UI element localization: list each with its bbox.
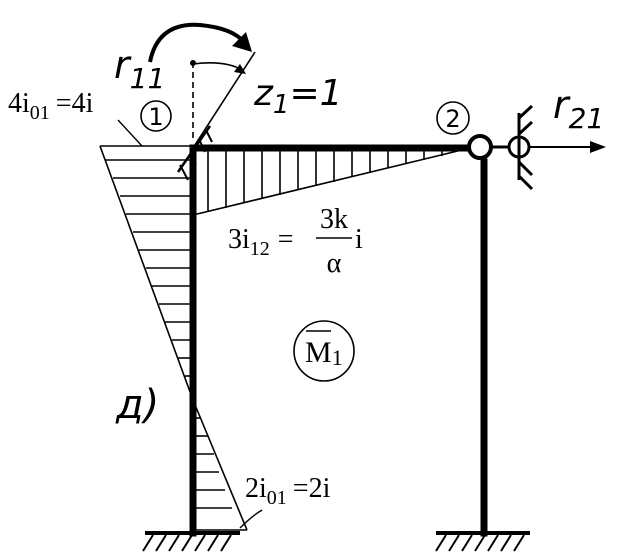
r21-label: r21 (553, 83, 604, 135)
moment-bottom-label: 2i01=2i (245, 473, 331, 509)
link-support (491, 104, 534, 191)
leader-bottom (239, 509, 263, 529)
svg-text:1: 1 (148, 103, 163, 131)
r11-label: r11 (114, 43, 165, 95)
leader-top-left (117, 119, 143, 147)
svg-text:2: 2 (445, 105, 460, 133)
svg-text:i: i (355, 224, 363, 255)
node-1-rotation (176, 51, 256, 181)
svg-text:3i12=: 3i12= (228, 224, 294, 260)
column-moment-hatching (99, 145, 248, 531)
fixed-support-left (142, 531, 240, 552)
panel-label: д) (115, 382, 159, 428)
r21-arrow (530, 141, 606, 153)
frame-members (189, 144, 488, 537)
svg-text:M1: M1 (305, 336, 343, 370)
z1-label: z1=1 (253, 73, 343, 120)
diagram-m1-label: M1 (293, 320, 355, 382)
svg-text:α: α (327, 248, 342, 279)
svg-text:3k: 3k (320, 204, 348, 235)
moment-beam-label: 3i12= 3k α i (228, 204, 363, 279)
fixed-support-right (435, 531, 530, 552)
moment-top-left-label: 4i01=4i (8, 88, 94, 124)
node-2-marker: 2 (436, 101, 470, 135)
r11-arrow (148, 22, 252, 63)
node-1-marker: 1 (140, 100, 172, 132)
hinge-node-2 (467, 134, 493, 160)
